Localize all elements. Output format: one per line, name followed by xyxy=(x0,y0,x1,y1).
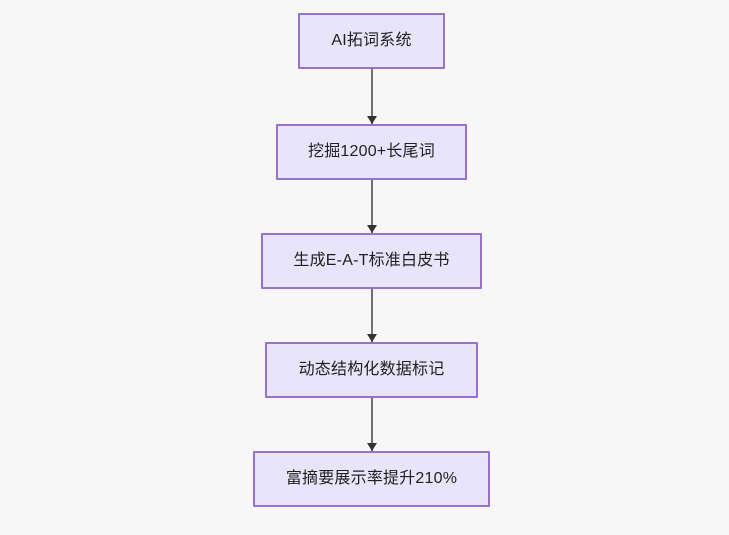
flow-connector-2 xyxy=(367,180,377,233)
connector-line xyxy=(371,180,373,233)
flow-node-label: AI拓词系统 xyxy=(331,32,412,50)
flow-node-dynamic-structured-data-markup[interactable]: 动态结构化数据标记 xyxy=(265,342,478,398)
connector-line xyxy=(371,289,373,342)
flow-connector-1 xyxy=(367,69,377,124)
connector-line xyxy=(371,398,373,451)
arrowhead-down-icon xyxy=(367,225,377,233)
flow-node-label: 动态结构化数据标记 xyxy=(298,361,445,379)
flow-node-label: 生成E-A-T标准白皮书 xyxy=(293,252,450,270)
flow-connector-3 xyxy=(367,289,377,342)
flow-connector-4 xyxy=(367,398,377,451)
flow-node-ai-keyword-system[interactable]: AI拓词系统 xyxy=(298,13,445,69)
arrowhead-down-icon xyxy=(367,334,377,342)
connector-line xyxy=(371,69,373,124)
flow-node-label: 挖掘1200+长尾词 xyxy=(308,143,435,161)
arrowhead-down-icon xyxy=(367,116,377,124)
flow-node-label: 富摘要展示率提升210% xyxy=(285,470,458,488)
flow-node-rich-snippet-impression-lift[interactable]: 富摘要展示率提升210% xyxy=(253,451,490,507)
arrowhead-down-icon xyxy=(367,443,377,451)
flow-node-mine-longtail-keywords[interactable]: 挖掘1200+长尾词 xyxy=(276,124,467,180)
flow-node-generate-eat-whitepaper[interactable]: 生成E-A-T标准白皮书 xyxy=(261,233,482,289)
